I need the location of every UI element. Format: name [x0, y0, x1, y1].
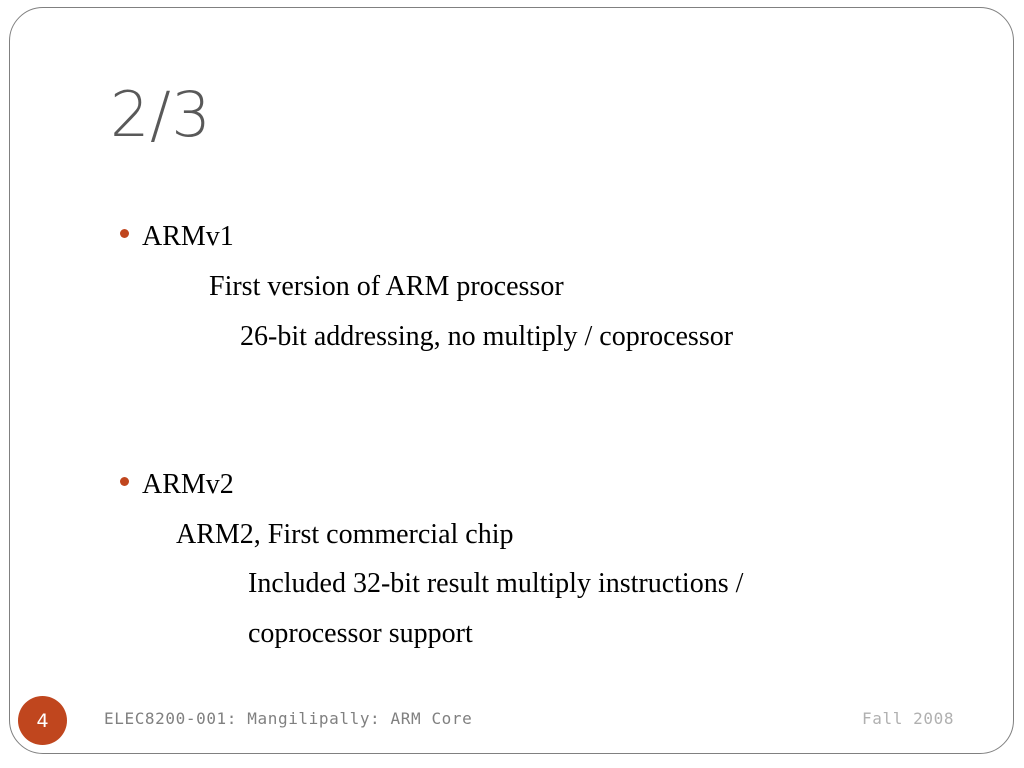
bullet-label: ARMv2 — [142, 469, 234, 500]
footer-term-text: Fall 2008 — [862, 709, 955, 728]
page-title: 2/3 — [110, 78, 212, 151]
sub-line: 26-bit addressing, no multiply / coproce… — [240, 321, 734, 352]
slide-number-badge: 4 — [18, 696, 67, 745]
bullet-dot-icon — [120, 229, 129, 238]
sub-line: First version of ARM processor — [209, 271, 564, 302]
sub-line: ARM2, First commercial chip — [176, 519, 514, 550]
footer-course-text: ELEC8200-001: Mangilipally: ARM Core — [104, 709, 473, 728]
list-item: ARMv2 — [120, 470, 234, 500]
bullet-dot-icon — [120, 477, 129, 486]
sub-line: coprocessor support — [248, 618, 473, 649]
bullet-label: ARMv1 — [142, 221, 234, 252]
list-item: ARMv1 — [120, 222, 234, 252]
sub-line: Included 32-bit result multiply instruct… — [248, 568, 744, 599]
